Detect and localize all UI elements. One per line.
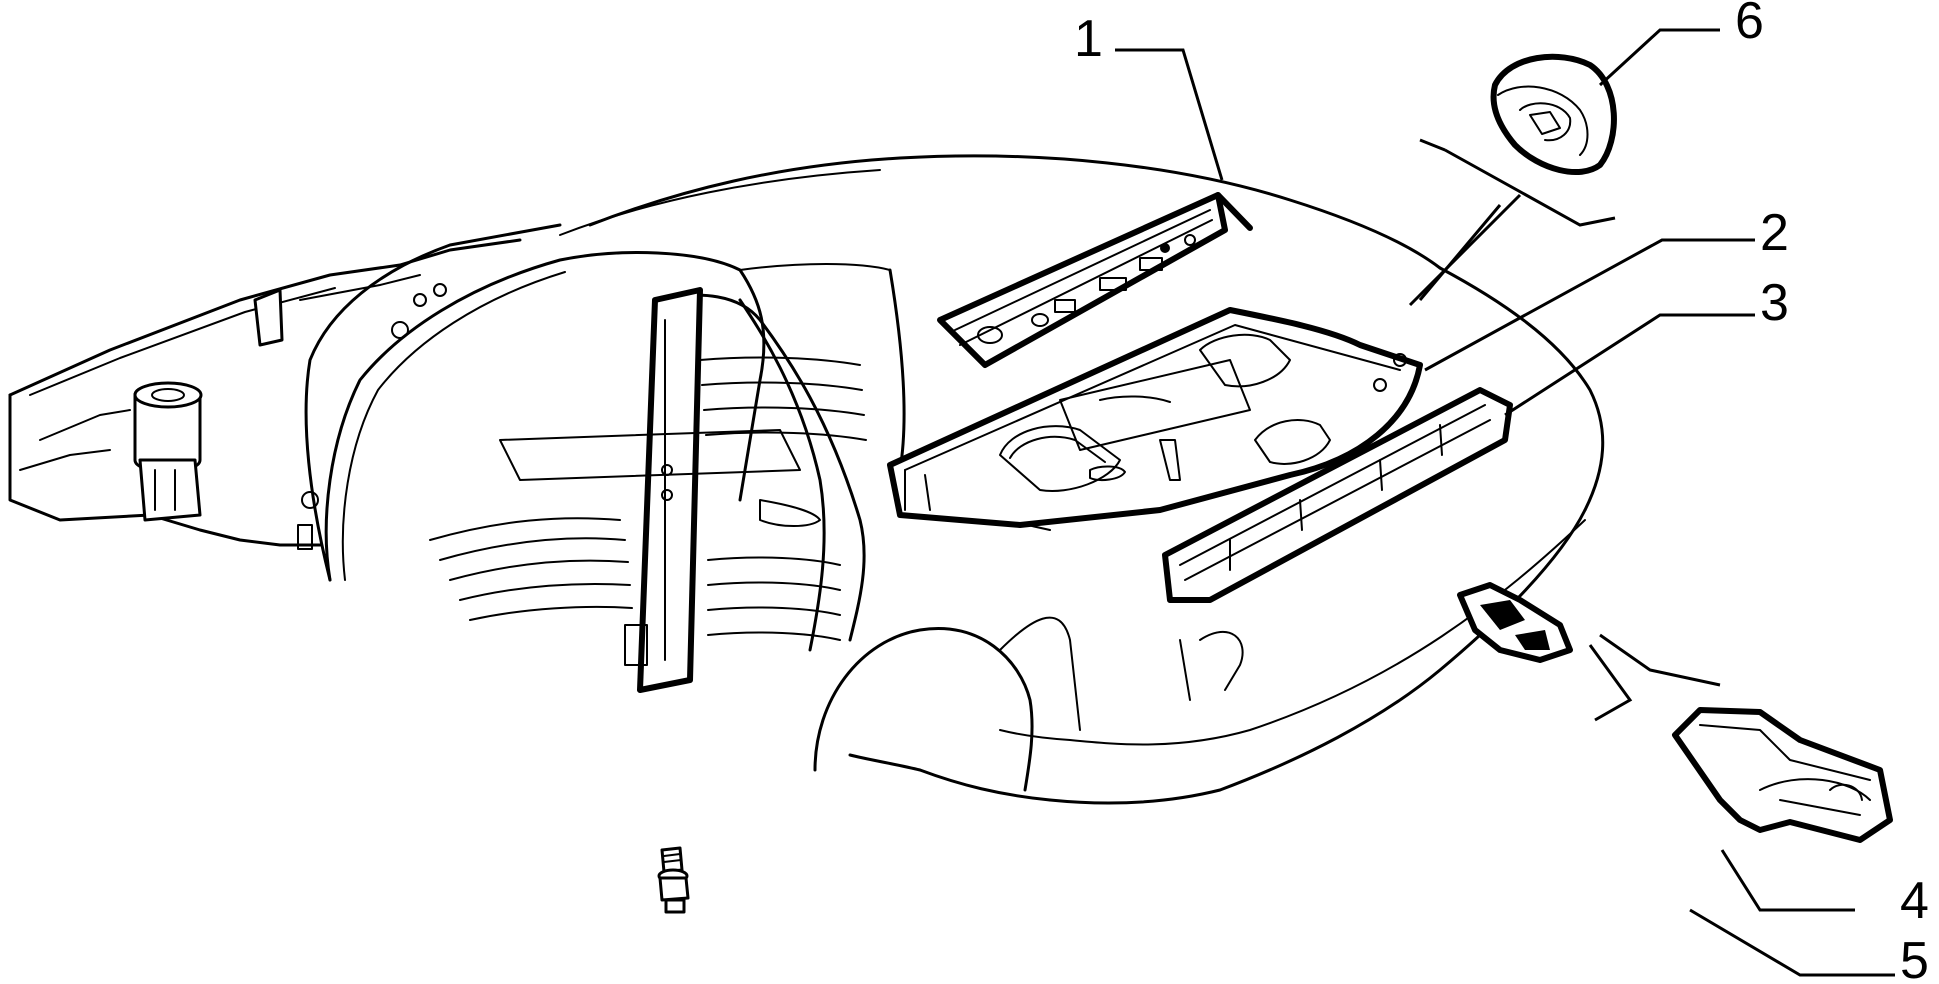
callout-5: 5: [1900, 932, 1929, 984]
strut-tower: [133, 381, 203, 522]
part-5-bolt: [657, 846, 690, 914]
part-3-rear-cross-member: [1162, 387, 1513, 603]
callout-1: 1: [1074, 10, 1103, 68]
leader-3: [1504, 313, 1755, 417]
leader-2: [1424, 238, 1755, 372]
callout-4: 4: [1900, 872, 1929, 930]
floor-ribs: [429, 356, 867, 641]
callout-labels: 1 2 3 4 5 6: [1074, 0, 1929, 984]
leader-5: [1689, 908, 1895, 977]
bracket-installed: [1457, 582, 1573, 663]
callout-3: 3: [1760, 274, 1789, 332]
part-6-plug: [1490, 53, 1617, 175]
callout-2: 2: [1760, 204, 1789, 262]
leader-lines: [1115, 28, 1895, 977]
assembly-guide-lines: [1408, 138, 1721, 722]
part-1-rear-roof-panel: [937, 192, 1253, 368]
part-2-parcel-shelf: [887, 307, 1423, 528]
leader-6: [1598, 28, 1720, 87]
part-4-bracket: [1672, 707, 1893, 843]
leader-1: [1115, 48, 1224, 181]
callout-6: 6: [1735, 0, 1764, 50]
leader-4: [1720, 849, 1855, 912]
